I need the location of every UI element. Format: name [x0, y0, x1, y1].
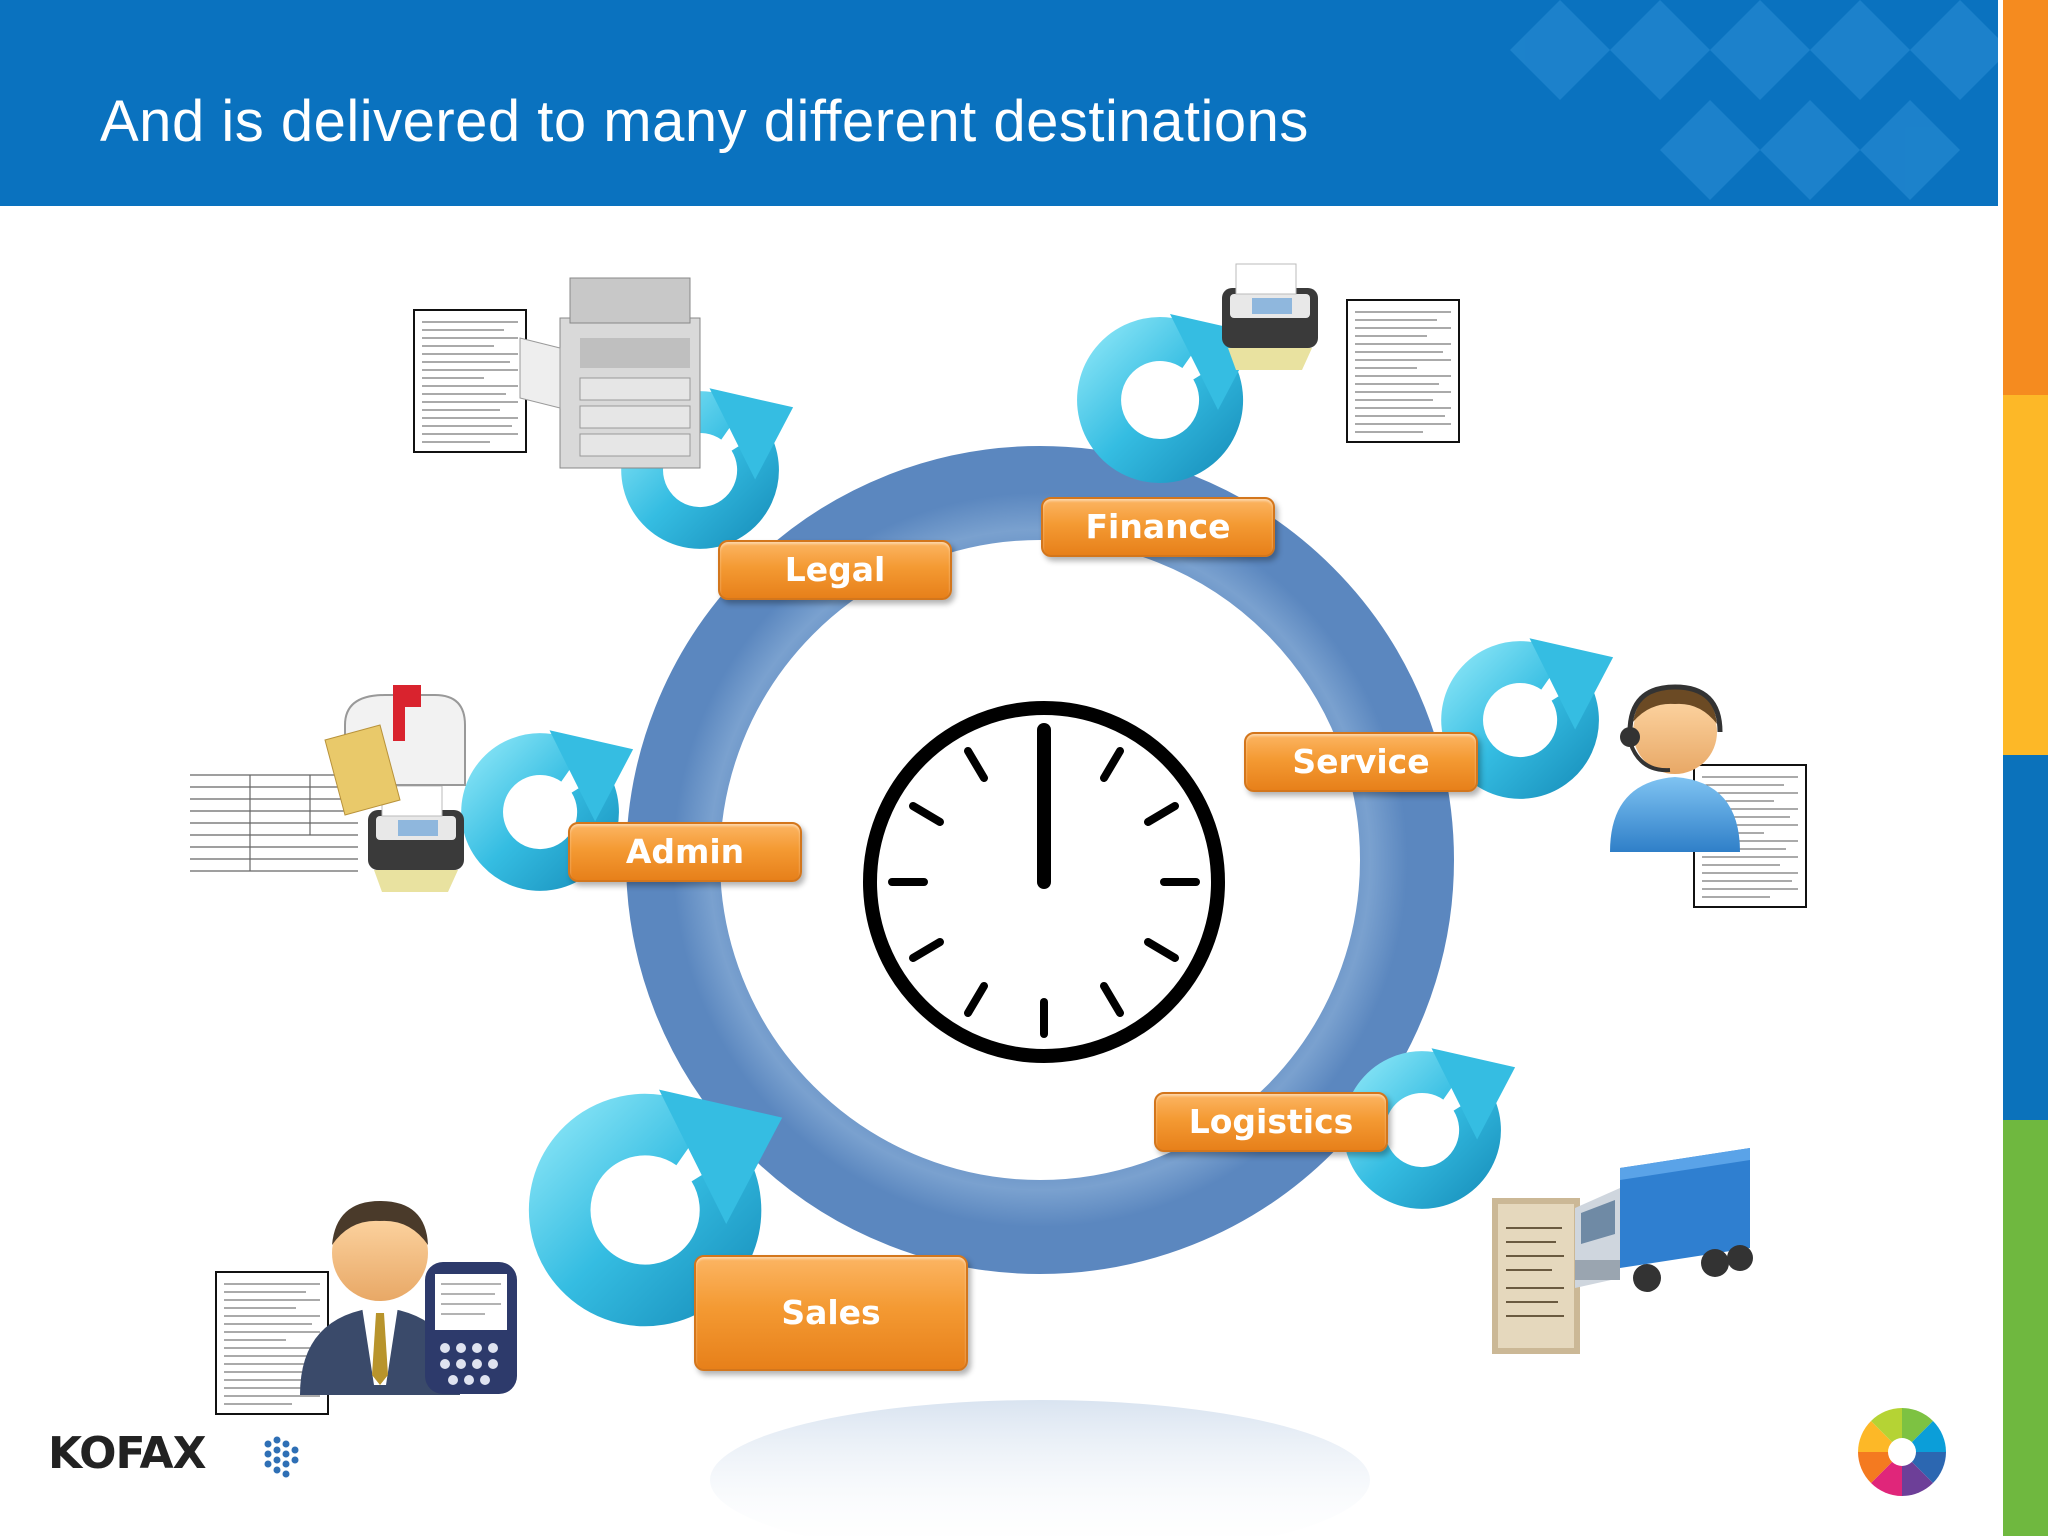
workflow-diagram	[190, 263, 1946, 1536]
header-bar: And is delivered to many different desti…	[0, 0, 1998, 206]
header-diamond-pattern	[1510, 0, 1998, 200]
dept-label-finance: Finance	[1041, 497, 1275, 557]
dept-label-legal: Legal	[718, 540, 952, 600]
printer-icon	[519, 277, 701, 469]
dept-label-logistics: Logistics	[1154, 1092, 1388, 1152]
dept-label-sales: Sales	[694, 1255, 968, 1371]
smartphone-icon	[425, 1262, 517, 1394]
form-sheet-icon	[190, 765, 358, 873]
clock-icon	[863, 701, 1225, 1063]
kofax-logo-dots	[264, 1436, 299, 1478]
dept-label-admin: Admin	[568, 822, 802, 882]
stripe-green	[2003, 1120, 2048, 1536]
ring-reflection	[710, 1400, 1370, 1536]
support-agent-icon	[1610, 684, 1740, 852]
receipt-image	[1492, 1198, 1580, 1354]
alfresco-flower-icon	[1858, 1408, 1946, 1496]
stripe-blue	[2003, 755, 2048, 1120]
cycle-arrow-service	[1462, 638, 1613, 778]
dept-label-service: Service	[1244, 732, 1478, 792]
mailbox-icon	[324, 685, 466, 816]
slide-title: And is delivered to many different desti…	[100, 89, 1309, 154]
form-document-icon	[1346, 299, 1460, 443]
stripe-yellow	[2003, 395, 2048, 755]
businessman-icon	[300, 1201, 460, 1395]
scanner-icon	[1221, 263, 1319, 371]
stripe-orange	[2003, 0, 2048, 395]
form-document-icon	[413, 309, 527, 453]
delivery-truck-icon	[1575, 1148, 1753, 1292]
kofax-logo: KOFAX	[48, 1428, 207, 1479]
